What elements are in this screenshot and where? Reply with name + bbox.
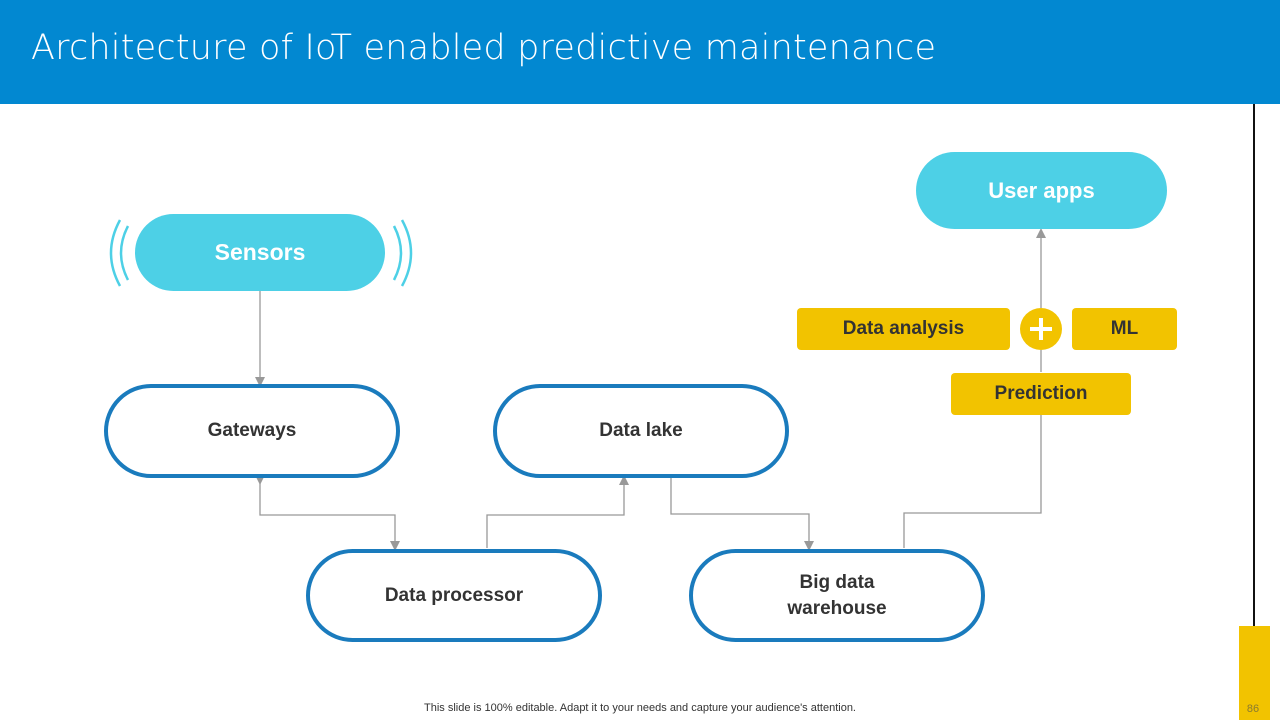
node-data-lake[interactable]: Data lake (493, 384, 789, 478)
signal-waves-icon-left (109, 219, 130, 287)
slide-title: Architecture of IoT enabled predictive m… (31, 28, 937, 68)
node-big-data-warehouse-label: Big data warehouse (787, 571, 887, 619)
signal-waves-icon-right (392, 219, 413, 287)
node-gateways-label: Gateways (207, 420, 297, 441)
node-data-lake-label: Data lake (599, 420, 683, 441)
node-gateways[interactable]: Gateways (104, 384, 400, 478)
page-number-tab (1239, 626, 1270, 720)
tag-data-analysis-label: Data analysis (842, 318, 965, 339)
header-bar: Architecture of IoT enabled predictive m… (0, 0, 1280, 104)
tag-prediction[interactable]: Prediction (951, 373, 1131, 415)
node-data-processor[interactable]: Data processor (306, 549, 602, 642)
node-user-apps-label: User apps (988, 177, 1095, 203)
arrow-processor-to-lake (486, 475, 629, 548)
tag-ml[interactable]: ML (1072, 308, 1177, 350)
right-divider-line (1253, 104, 1255, 626)
node-data-processor-label: Data processor (384, 584, 524, 606)
arrow-gateways-processor (255, 475, 400, 551)
node-sensors[interactable]: Sensors (135, 214, 385, 291)
footer-note: This slide is 100% editable. Adapt it to… (424, 702, 856, 714)
page-number: 86 (1246, 703, 1260, 715)
node-sensors-label: Sensors (214, 239, 306, 265)
plus-icon (1020, 308, 1062, 350)
tag-data-analysis[interactable]: Data analysis (797, 308, 1010, 350)
tag-ml-label: ML (1110, 318, 1139, 339)
node-user-apps[interactable]: User apps (916, 152, 1167, 229)
node-big-data-warehouse[interactable]: Big data warehouse (689, 549, 985, 642)
line-warehouse-to-prediction (903, 415, 1042, 548)
tag-prediction-label: Prediction (994, 383, 1088, 404)
arrow-lake-to-warehouse (670, 478, 814, 551)
